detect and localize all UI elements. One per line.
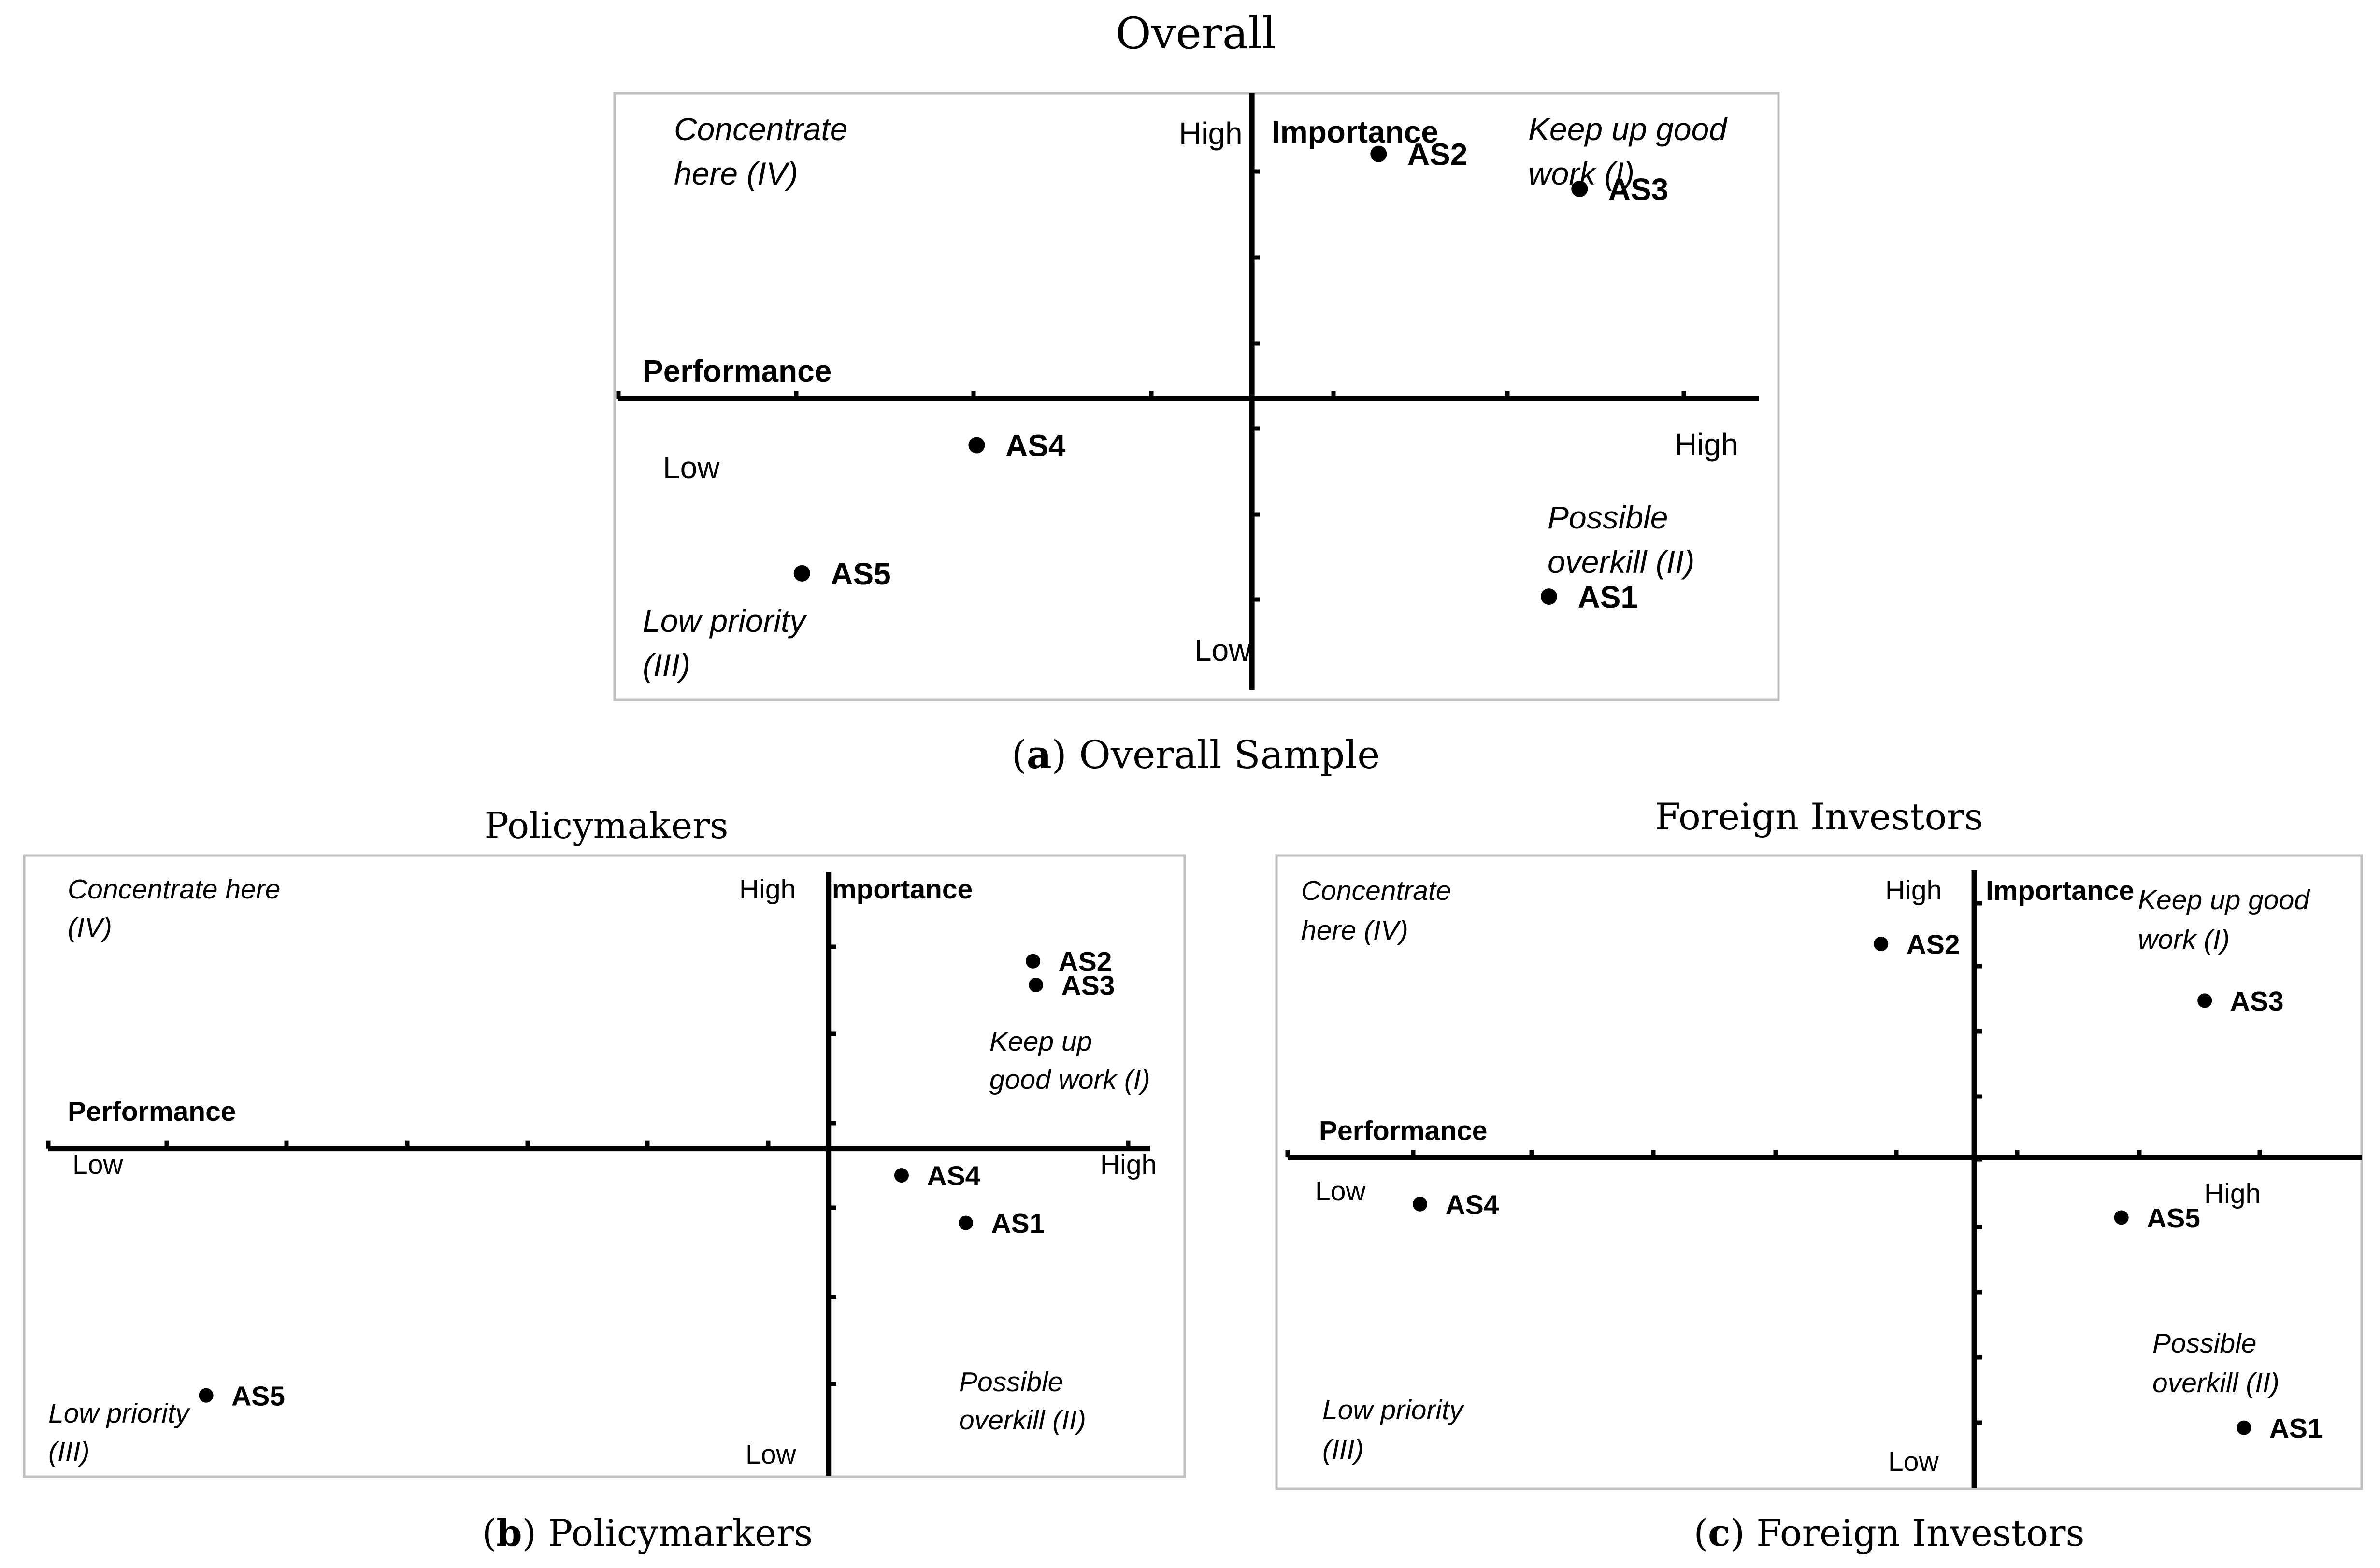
y-axis-low-label: Low [746, 1439, 796, 1470]
y-axis-low-label: Low [1888, 1446, 1939, 1477]
quadrant-iv-label: Concentrate [1301, 875, 1451, 906]
data-point-as3 [1571, 180, 1588, 197]
quadrant-iii-label: Low priority [1322, 1395, 1465, 1425]
data-point-as3 [1029, 977, 1044, 992]
quadrant-i-label: good work (I) [989, 1064, 1150, 1095]
data-point-as4 [968, 437, 985, 454]
quadrant-iv-label: (IV) [68, 912, 112, 943]
quadrant-iv-label: here (IV) [1301, 915, 1408, 946]
quadrant-ii-label: overkill (II) [1548, 544, 1694, 580]
plot-frame [613, 92, 1780, 701]
data-label-as5: AS5 [831, 556, 891, 591]
data-label-as4: AS4 [927, 1161, 980, 1192]
quadrant-i-label: Keep up good [1528, 111, 1728, 147]
data-point-as4 [894, 1168, 909, 1183]
chart-title: Policymakers [485, 804, 729, 847]
data-point-as3 [2197, 993, 2212, 1008]
data-point-as5 [2114, 1210, 2129, 1225]
data-label-as1: AS1 [1577, 580, 1638, 614]
quadrant-ii-label: overkill (II) [959, 1405, 1086, 1436]
chart-title: Foreign Investors [1655, 795, 1983, 838]
data-point-as1 [1540, 588, 1557, 605]
x-axis-low-label: Low [72, 1149, 123, 1180]
x-axis-high-label: High [1100, 1149, 1157, 1180]
panel-caption: (c) Foreign Investors [1694, 1511, 2085, 1554]
y-axis-high-label: High [1885, 875, 1942, 906]
data-label-as1: AS1 [991, 1208, 1045, 1239]
data-point-as5 [793, 565, 810, 582]
x-axis-high-label: High [1675, 427, 1738, 462]
x-axis-label: Performance [68, 1096, 236, 1127]
data-label-as4: AS4 [1446, 1189, 1499, 1220]
data-point-as1 [958, 1215, 973, 1230]
y-axis-high-label: High [1179, 116, 1243, 151]
y-axis-high-label: High [739, 874, 796, 905]
quadrant-i-label: Keep up [989, 1026, 1092, 1057]
data-label-as1: AS1 [2269, 1413, 2323, 1444]
data-point-as5 [199, 1388, 214, 1403]
quadrant-iii-label: Low priority [48, 1398, 191, 1429]
plot-frame [23, 854, 1186, 1478]
x-axis-low-label: Low [663, 450, 720, 485]
data-label-as2: AS2 [1407, 137, 1468, 172]
data-label-as5: AS5 [231, 1381, 285, 1411]
data-point-as2 [1874, 936, 1889, 951]
quadrant-iii-label: (III) [643, 647, 690, 683]
x-axis-label: Performance [1319, 1115, 1488, 1146]
y-axis-label: Importance [1272, 114, 1438, 149]
plot-frame [1275, 854, 2363, 1490]
quadrant-iv-label: Concentrate here [68, 874, 280, 905]
quadrant-ii-label: Possible [959, 1367, 1063, 1397]
data-point-as4 [1413, 1197, 1428, 1212]
quadrant-iii-label: (III) [48, 1436, 89, 1467]
panel-caption: (a) Overall Sample [1012, 732, 1380, 777]
quadrant-ii-label: Possible [1548, 499, 1668, 535]
quadrant-iii-label: Low priority [643, 603, 807, 639]
y-axis-low-label: Low [1194, 633, 1251, 668]
data-label-as3: AS3 [1608, 172, 1669, 207]
chart-panel-1: OverallPerformanceImportanceLowHighHighL… [613, 8, 1780, 777]
quadrant-iii-label: (III) [1322, 1434, 1363, 1465]
quadrant-ii-label: Possible [2152, 1328, 2256, 1359]
quadrant-ii-label: overkill (II) [2152, 1368, 2280, 1398]
data-label-as4: AS4 [1005, 428, 1066, 463]
data-point-as2 [1370, 145, 1387, 162]
quadrant-iv-label: Concentrate [674, 111, 848, 147]
x-axis-low-label: Low [1315, 1176, 1366, 1207]
data-point-as1 [2237, 1420, 2251, 1435]
data-label-as3: AS3 [1061, 970, 1115, 1001]
chart-title: Overall [1116, 8, 1276, 59]
quadrant-i-label: Keep up good [2138, 884, 2310, 915]
x-axis-high-label: High [2204, 1178, 2261, 1209]
quadrant-iv-label: here (IV) [674, 156, 798, 191]
y-axis-label: Importance [824, 874, 973, 905]
data-label-as2: AS2 [1907, 929, 1960, 960]
y-axis-label: Importance [1986, 875, 2134, 906]
data-point-as2 [1026, 954, 1041, 969]
x-axis-label: Performance [643, 354, 832, 388]
data-label-as3: AS3 [2230, 986, 2284, 1017]
quadrant-i-label: work (I) [2138, 924, 2230, 955]
panel-caption: (b) Policymarkers [482, 1511, 813, 1554]
data-label-as2: AS2 [1059, 946, 1112, 977]
data-label-as5: AS5 [2147, 1203, 2200, 1234]
